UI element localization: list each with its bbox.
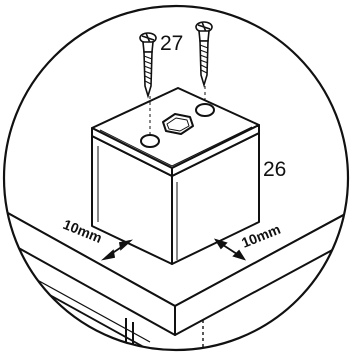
detail-view (4, 21, 348, 350)
label-block-26: 26 (263, 158, 286, 181)
dimension-arrows (100, 238, 247, 261)
block-26 (91, 86, 260, 265)
screw-right (195, 21, 213, 88)
screw-left (139, 32, 157, 99)
label-screw-27: 27 (160, 32, 183, 55)
detail-circle-border (2, 4, 350, 352)
